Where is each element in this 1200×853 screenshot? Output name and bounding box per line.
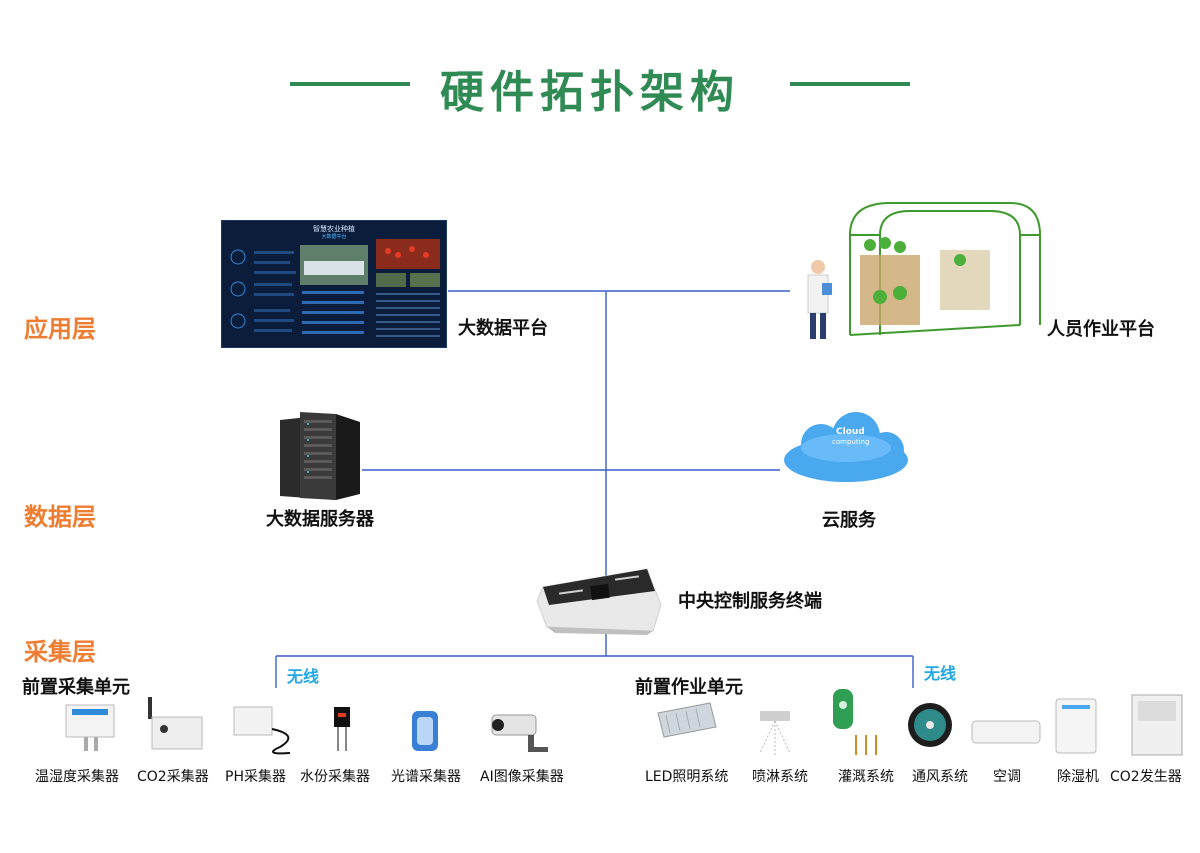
central-terminal-label: 中央控制服务终端 [678,587,822,613]
wireless-right-label: 无线 [924,660,956,684]
cloud-text-line2: computing [832,438,869,446]
server-rack-image [276,412,362,502]
sensor-label-spectrum: 光谱采集器 [391,766,461,786]
actuator-label-sprinkler: 喷淋系统 [752,766,808,786]
layer-app-label: 应用层 [24,309,96,344]
layer-collect-label: 采集层 [24,632,96,667]
sensor-label-co2: CO2采集器 [137,766,209,786]
central-terminal-image [535,565,665,637]
layer-data-label: 数据层 [24,497,96,532]
actuator-images [600,685,1200,763]
actuator-label-led: LED照明系统 [645,766,728,786]
dashboard-screen: 智慧农业种植 大数据平台 [221,220,447,348]
bigdata-platform-label: 大数据平台 [458,314,548,340]
actuator-label-ventilation: 通风系统 [912,766,968,786]
cloud-image [776,412,916,487]
greenhouse-image [790,195,1050,345]
sensor-label-temp-humidity: 温湿度采集器 [35,766,119,786]
wireless-left-label: 无线 [287,663,319,687]
actuator-label-ac: 空调 [993,766,1021,786]
actuator-label-dehumidifier: 除湿机 [1057,766,1099,786]
sensor-label-moisture: 水份采集器 [300,766,370,786]
cloud-service-label: 云服务 [822,506,876,532]
cloud-text-line1: Cloud [836,427,865,437]
sensor-label-ai-camera: AI图像采集器 [480,766,564,786]
actuator-label-irrigation: 灌溉系统 [838,766,894,786]
sensor-images [0,695,600,760]
bigdata-server-label: 大数据服务器 [266,505,374,531]
actuator-label-co2-generator: CO2发生器 [1110,766,1182,786]
sensor-label-ph: PH采集器 [225,766,286,786]
operator-platform-label: 人员作业平台 [1047,315,1155,341]
